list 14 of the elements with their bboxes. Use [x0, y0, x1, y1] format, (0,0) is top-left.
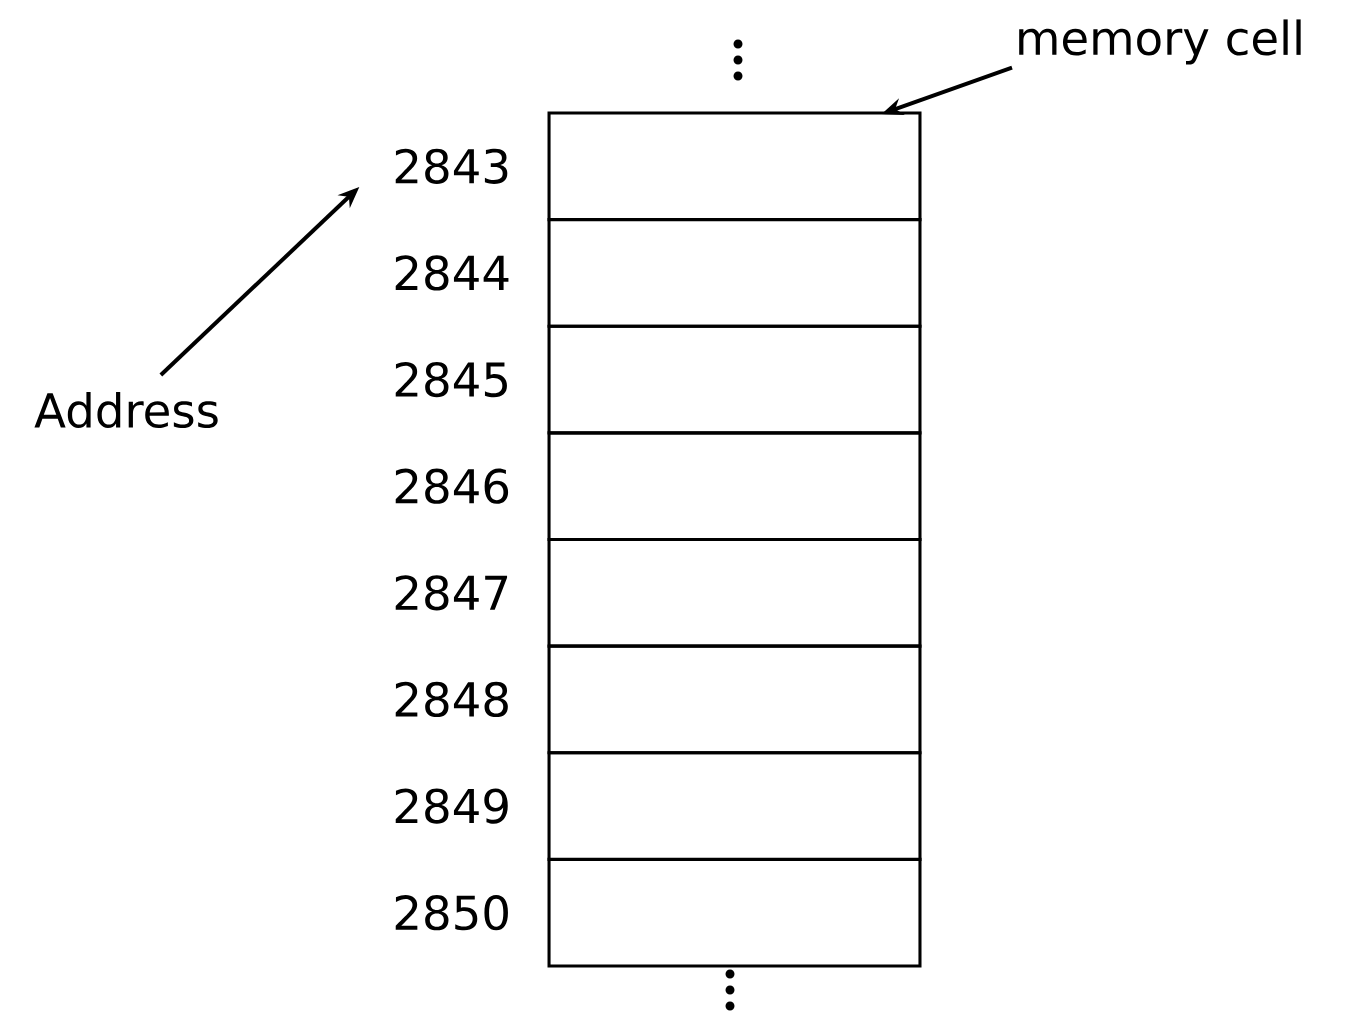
address-number: 2845	[395, 361, 507, 398]
memory-cell	[547, 537, 922, 648]
address-label-text: Address	[34, 391, 218, 429]
address-number: 2849	[395, 788, 508, 824]
address-number: 2846	[395, 468, 509, 504]
memory-cell	[547, 751, 922, 861]
memory-cell	[547, 218, 922, 328]
address-number: 2848	[395, 681, 508, 718]
address-number: 2844	[395, 255, 509, 291]
address-number: 2843	[395, 148, 508, 184]
callout-text: memory cell	[1019, 19, 1301, 65]
address-number: 2850	[395, 895, 508, 931]
address-number: 2847	[395, 575, 508, 611]
memory-cell	[547, 857, 922, 968]
